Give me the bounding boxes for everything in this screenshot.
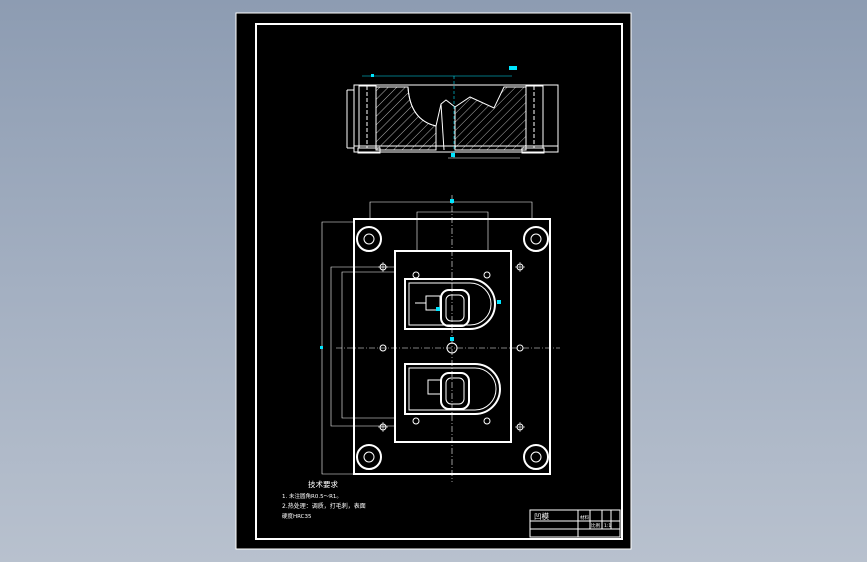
dim-marker-mid [451, 153, 455, 157]
dim-marker-plan-center [450, 337, 454, 341]
title-block [529, 509, 621, 538]
title-block-scale-label: 比例 [591, 522, 600, 529]
dim-marker-top [509, 66, 517, 70]
tech-requirements-title: 技术要求 [308, 479, 338, 489]
dim-marker-plan-right [497, 300, 501, 304]
section-view [346, 75, 559, 159]
tech-requirement-3: 硬度HRC35 [282, 512, 312, 520]
title-block-code: 1:1 [604, 523, 611, 529]
title-block-material-label: 材料 [580, 514, 589, 521]
dim-marker-plan-left [320, 346, 323, 349]
tech-requirement-2: 2.热处理：调质，打毛刺，表面 [282, 502, 366, 510]
title-block-part-name: 凹模 [534, 511, 549, 521]
dim-marker-plan-top [450, 199, 454, 203]
drawing-sheet [235, 12, 632, 550]
tech-requirement-1: 1. 未注圆角R0.5～R1。 [282, 492, 342, 500]
drawing-border [255, 23, 623, 540]
dim-marker-left [371, 74, 374, 77]
section-hatch-right [454, 86, 527, 151]
dim-marker-plan-cavity [436, 307, 440, 311]
